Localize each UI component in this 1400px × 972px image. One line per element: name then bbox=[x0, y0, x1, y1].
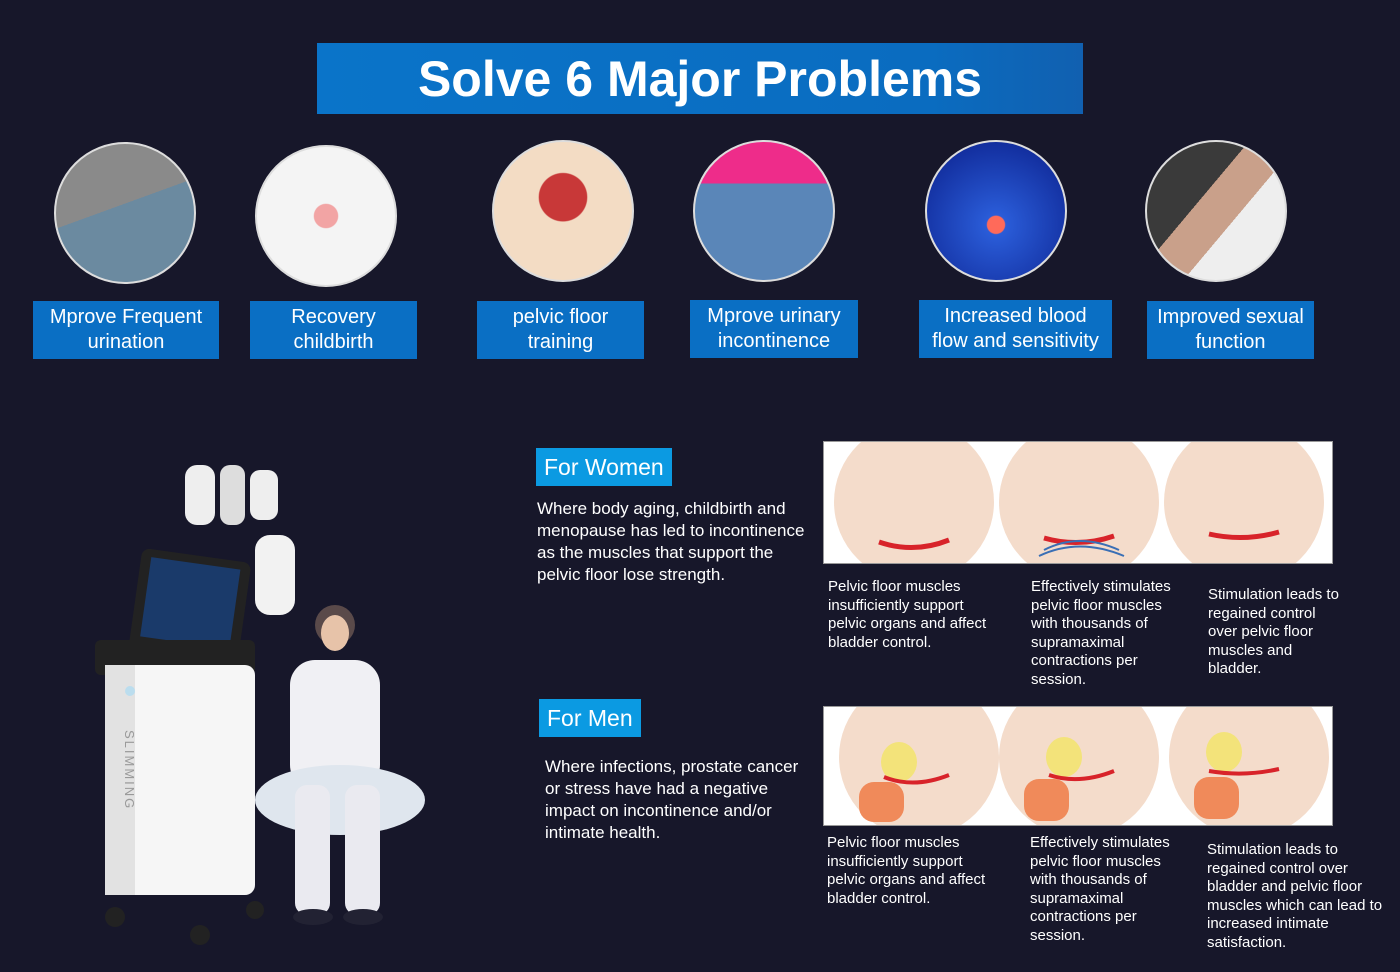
sexual-function-image bbox=[1145, 140, 1287, 282]
problem-label: Mprove Frequent urination bbox=[33, 301, 219, 359]
women-caption-3: Stimulation leads to regained control ov… bbox=[1208, 586, 1339, 677]
problem-label: pelvic floor training bbox=[477, 301, 644, 359]
problem-label: Mprove urinary incontinence bbox=[690, 300, 858, 358]
device-and-patient-illustration: SLIMMING bbox=[95, 465, 425, 945]
women-anatomy-diagram bbox=[823, 422, 1333, 582]
problem-label: Recovery childbirth bbox=[250, 301, 417, 359]
device-brand-text: SLIMMING bbox=[122, 730, 137, 810]
for-women-tag: For Women bbox=[536, 448, 672, 486]
men-caption-2: Effectively stimulates pelvic floor musc… bbox=[1030, 834, 1170, 944]
men-description: Where infections, prostate cancer or str… bbox=[545, 757, 799, 842]
men-anatomy-diagram bbox=[823, 677, 1333, 837]
women-description: Where body aging, childbirth and menopau… bbox=[537, 499, 805, 584]
page-title: Solve 6 Major Problems bbox=[317, 43, 1083, 114]
for-men-tag: For Men bbox=[539, 699, 641, 737]
men-caption-3: Stimulation leads to regained control ov… bbox=[1207, 841, 1383, 951]
problem-label: Improved sexual function bbox=[1147, 301, 1314, 359]
urinary-incontinence-image bbox=[693, 140, 835, 282]
women-caption-2: Effectively stimulates pelvic floor musc… bbox=[1031, 578, 1171, 688]
men-caption-1: Pelvic floor muscles insufficiently supp… bbox=[827, 834, 986, 907]
problem-label: Increased blood flow and sensitivity bbox=[919, 300, 1112, 358]
women-caption-1: Pelvic floor muscles insufficiently supp… bbox=[828, 578, 987, 651]
childbirth-image bbox=[255, 145, 397, 287]
blood-flow-image bbox=[925, 140, 1067, 282]
frequent-urination-image bbox=[54, 142, 196, 284]
pelvic-floor-image bbox=[492, 140, 634, 282]
